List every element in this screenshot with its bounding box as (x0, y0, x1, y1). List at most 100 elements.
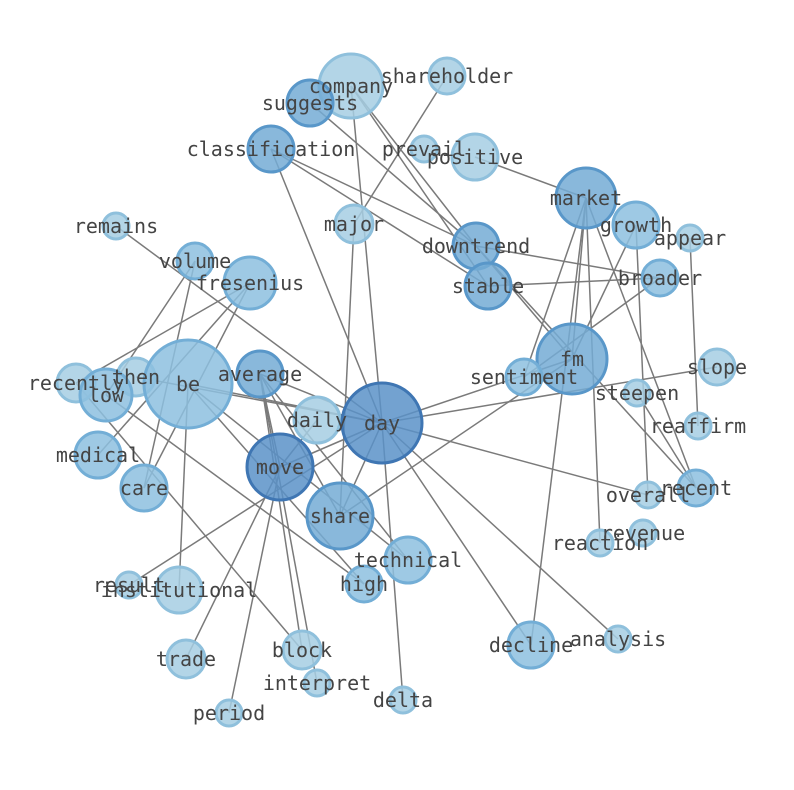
edge-downtrend-broader (475, 245, 661, 279)
node-block (281, 629, 323, 671)
node-label-prevail: prevail (382, 137, 466, 161)
edge-day-result (128, 422, 383, 586)
edge-company-downtrend (350, 85, 477, 247)
node-average (235, 349, 285, 399)
node-recent (676, 468, 716, 508)
node-label-downtrend: downtrend (422, 234, 530, 258)
node-label-revenue: revenue (601, 521, 685, 545)
node-label-medical: medical (56, 443, 140, 467)
node-analysis (603, 624, 633, 654)
edge-classification-downtrend (270, 148, 477, 247)
node-label-remains: remains (74, 214, 158, 238)
edge-remains-day (115, 225, 383, 424)
node-delta (388, 685, 418, 715)
edge-company-day (350, 85, 383, 424)
node-label-overall: overall (606, 483, 690, 507)
edge-recently-block (75, 382, 303, 651)
node-label-volume: volume (159, 249, 231, 273)
node-label-share: share (310, 504, 370, 528)
node-stable (463, 261, 513, 311)
node-institutional (154, 565, 204, 615)
labels-layer: companyshareholdersuggestsclassification… (28, 64, 747, 725)
node-be (142, 338, 234, 430)
node-label-decline: decline (489, 633, 573, 657)
node-major (333, 203, 375, 245)
node-label-institutional: institutional (101, 578, 258, 602)
edge-day-slope (381, 366, 718, 424)
node-label-recently: recently (28, 371, 124, 395)
node-care (119, 463, 169, 513)
edge-growth-overall (635, 224, 649, 496)
edge-day-decline (381, 422, 532, 646)
node-shareholder (427, 56, 467, 96)
node-day (340, 381, 424, 465)
node-label-steepen: steepen (595, 381, 679, 405)
node-label-reaffirm: reaffirm (650, 414, 746, 438)
edge-day-overall (381, 422, 649, 496)
node-market (554, 166, 618, 230)
node-slope (697, 347, 737, 387)
node-label-suggests: suggests (262, 91, 358, 115)
node-label-low: low (88, 383, 125, 407)
node-label-slope: slope (687, 355, 747, 379)
edge-market-sentiment (523, 197, 587, 378)
edge-day-analysis (381, 422, 619, 640)
node-trade (165, 638, 207, 680)
node-low (78, 367, 134, 423)
node-label-growth: growth (600, 213, 672, 237)
node-label-interpret: interpret (263, 671, 371, 695)
node-label-stable: stable (452, 274, 524, 298)
node-technical (383, 535, 433, 585)
node-label-analysis: analysis (570, 627, 666, 651)
node-reaffirm (683, 411, 713, 441)
node-label-sentiment: sentiment (470, 365, 578, 389)
node-label-move: move (256, 455, 304, 479)
edge-suggests-downtrend (309, 102, 477, 247)
node-daily (292, 395, 342, 445)
node-label-recent: recent (660, 476, 732, 500)
node-appear (675, 223, 705, 253)
node-classification (246, 124, 296, 174)
node-volume (175, 241, 215, 281)
nodes-layer (55, 52, 737, 728)
edge-low-high (105, 394, 365, 585)
node-share (305, 481, 375, 551)
node-revenue (628, 518, 658, 548)
node-positive (450, 132, 500, 182)
node-label-classification: classification (187, 137, 356, 161)
node-decline (506, 620, 556, 670)
node-label-major: major (324, 212, 384, 236)
node-fresenius (222, 255, 278, 311)
node-label-period: period (193, 701, 265, 725)
edge-classification-stable (270, 148, 489, 287)
node-result (114, 570, 144, 600)
node-label-care: care (120, 476, 168, 500)
node-label-company: company (309, 74, 393, 98)
node-label-fm: fm (560, 347, 584, 371)
edge-move-period (228, 466, 281, 714)
node-label-positive: positive (427, 145, 523, 169)
edge-classification-day (270, 148, 383, 424)
node-suggests (285, 78, 335, 128)
edge-stable-broader (487, 277, 661, 287)
edge-appear-reaffirm (689, 237, 699, 427)
node-overall (633, 480, 663, 510)
node-label-result: result (93, 573, 165, 597)
node-medical (73, 430, 123, 480)
node-label-daily: daily (287, 408, 347, 432)
node-label-then: then (112, 365, 160, 389)
node-broader (640, 258, 680, 298)
node-high (344, 564, 384, 604)
node-label-fresenius: fresenius (196, 271, 304, 295)
node-label-market: market (550, 186, 622, 210)
node-label-technical: technical (354, 548, 462, 572)
node-label-trade: trade (156, 647, 216, 671)
node-label-day: day (364, 411, 400, 435)
node-interpret (302, 668, 332, 698)
node-fm (535, 322, 609, 396)
node-sentiment (504, 357, 544, 397)
edge-major-share (339, 223, 355, 517)
edge-fresenius-recently (75, 282, 251, 384)
node-label-high: high (340, 572, 388, 596)
